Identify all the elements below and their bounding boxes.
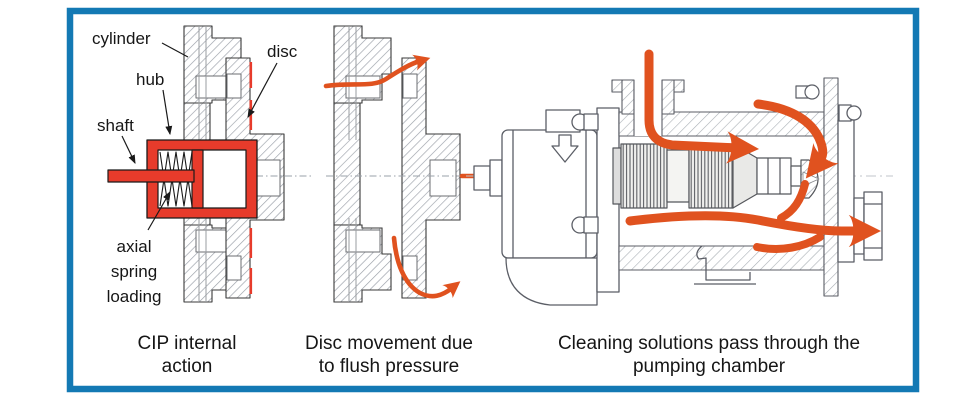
grease-arrow-icon xyxy=(551,134,579,163)
leader-hub xyxy=(162,89,173,136)
caption-panel2-line1: Disc movement due xyxy=(305,333,473,354)
flow-arrow-bottom xyxy=(391,235,461,299)
flow-arrow-top xyxy=(323,54,431,89)
shaft-stub xyxy=(473,165,491,191)
label-hub: hub xyxy=(136,70,164,89)
leader-spring xyxy=(147,191,171,231)
flow-return-branch xyxy=(777,180,809,222)
caption-panel2-line2: to flush pressure xyxy=(319,356,459,377)
support-bracket xyxy=(694,245,756,285)
label-disc: disc xyxy=(267,42,298,61)
caption-panel1-line1: CIP internal xyxy=(138,333,237,354)
bellows xyxy=(612,143,802,209)
panel-pump-flow: Cleaning solutions pass through the pump… xyxy=(466,49,893,377)
leader-disc xyxy=(247,62,278,118)
disc-section-moved xyxy=(401,57,461,299)
outlet-port xyxy=(853,191,883,261)
label-spring-line2: spring xyxy=(111,262,157,281)
label-spring-line3b: loading xyxy=(107,287,162,306)
caption-panel1-line2: action xyxy=(162,356,213,377)
leader-shaft xyxy=(121,135,136,165)
label-cylinder: cylinder xyxy=(92,29,151,48)
label-shaft: shaft xyxy=(97,116,134,135)
backplate xyxy=(823,77,839,297)
panel-disc-movement: Disc movement due to flush pressure xyxy=(305,25,495,377)
hub-assembly xyxy=(107,139,258,219)
cleaning-flow-arrows xyxy=(625,49,882,253)
label-spring-line1: axial xyxy=(117,237,152,256)
flow-exit-arrow xyxy=(625,211,882,248)
shaft-bar xyxy=(107,169,195,183)
caption-panel3-line1: Cleaning solutions pass through the xyxy=(558,333,860,354)
flow-inlet-arrow xyxy=(644,49,760,164)
backplate-bolt xyxy=(795,84,820,100)
flow-lower-branch xyxy=(753,233,824,253)
leader-cylinder xyxy=(161,42,189,58)
flow-overtop-arrow xyxy=(753,99,839,179)
panel-cip-internal-action: cylinder disc hub shaft axial spring loa… xyxy=(92,25,314,377)
caption-panel3-line2: pumping chamber xyxy=(633,356,786,377)
